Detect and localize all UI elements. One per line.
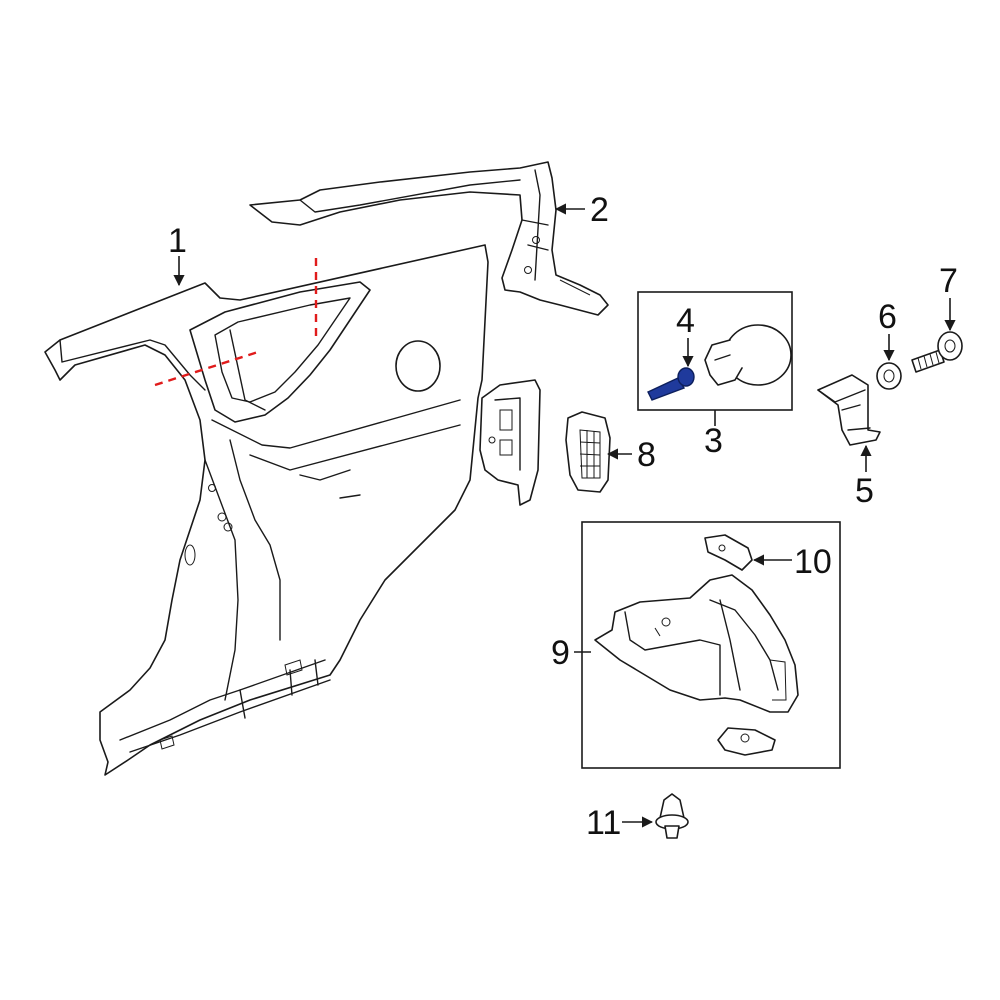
bracket-10[interactable]	[704, 534, 753, 571]
callout-8: 8	[637, 436, 656, 474]
clip-nut-9[interactable]	[717, 727, 776, 756]
callout-10: 10	[794, 543, 832, 581]
callout-6: 6	[878, 298, 897, 336]
callout-1: 1	[168, 222, 187, 260]
bolt-7[interactable]	[911, 331, 963, 373]
callout-labels: 1 2 3 4 5 6 7 8 9 10 11	[168, 191, 958, 842]
vent-8[interactable]	[565, 411, 611, 493]
wheelhouse-liner-9[interactable]	[594, 574, 799, 713]
fuel-door-assembly[interactable]	[704, 324, 792, 386]
callout-5: 5	[855, 472, 874, 510]
callout-9: 9	[551, 634, 570, 672]
callout-2: 2	[590, 191, 609, 229]
push-clip-11[interactable]	[655, 793, 689, 839]
nut-6[interactable]	[876, 362, 902, 390]
quarter-panel[interactable]	[44, 244, 541, 776]
fuel-door-spring-pin[interactable]	[647, 367, 695, 401]
callout-4: 4	[676, 302, 695, 340]
leader-lines	[173, 203, 956, 828]
callout-3: 3	[704, 422, 723, 460]
fuel-door-opening	[395, 340, 441, 392]
quarter-panel-extension[interactable]	[249, 161, 609, 316]
kit-box-9	[581, 521, 841, 769]
callout-7: 7	[939, 262, 958, 300]
callout-11: 11	[586, 804, 621, 842]
bracket-5[interactable]	[817, 374, 881, 446]
cut-lines	[154, 258, 318, 387]
